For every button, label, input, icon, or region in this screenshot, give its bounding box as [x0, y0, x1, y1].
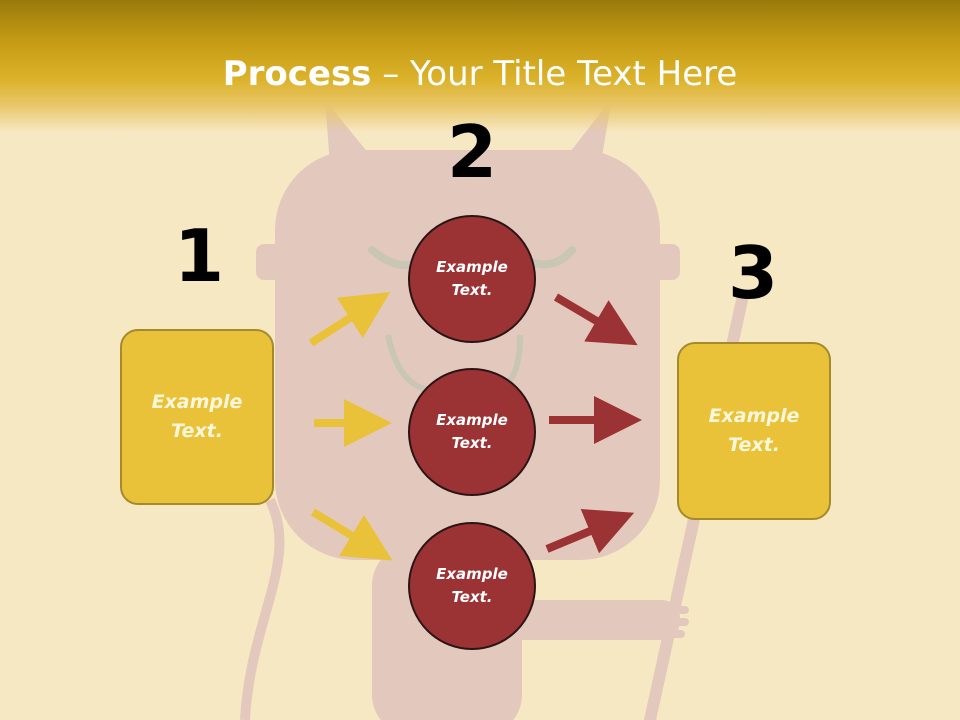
- step-1-number: 1: [173, 214, 225, 298]
- step-3-box[interactable]: Example Text.: [677, 342, 831, 520]
- step-2-circle-top[interactable]: Example Text.: [408, 215, 536, 343]
- step-1-box[interactable]: Example Text.: [120, 329, 274, 505]
- step-2-circle-middle-label: Example Text.: [436, 411, 508, 452]
- title-bar: [0, 0, 960, 132]
- step-3-label: Example Text.: [708, 405, 800, 456]
- title-rest: – Your Title Text Here: [371, 54, 738, 94]
- step-2-number: 2: [446, 110, 498, 194]
- arrow-1-to-2c: [310, 508, 393, 561]
- title-bold: Process: [222, 54, 372, 94]
- arrow-2c-to-3: [545, 509, 635, 554]
- slide-title: Process – Your Title Text Here: [0, 52, 960, 96]
- step-2-circle-bottom-label: Example Text.: [436, 565, 508, 606]
- arrow-1-to-2a: [308, 292, 391, 347]
- arrow-2a-to-3: [553, 293, 638, 346]
- step-2-circle-top-label: Example Text.: [436, 258, 508, 299]
- step-3-number: 3: [727, 231, 779, 315]
- step-1-label: Example Text.: [151, 391, 243, 442]
- step-2-circle-middle[interactable]: Example Text.: [408, 368, 536, 496]
- step-2-circle-bottom[interactable]: Example Text.: [408, 522, 536, 650]
